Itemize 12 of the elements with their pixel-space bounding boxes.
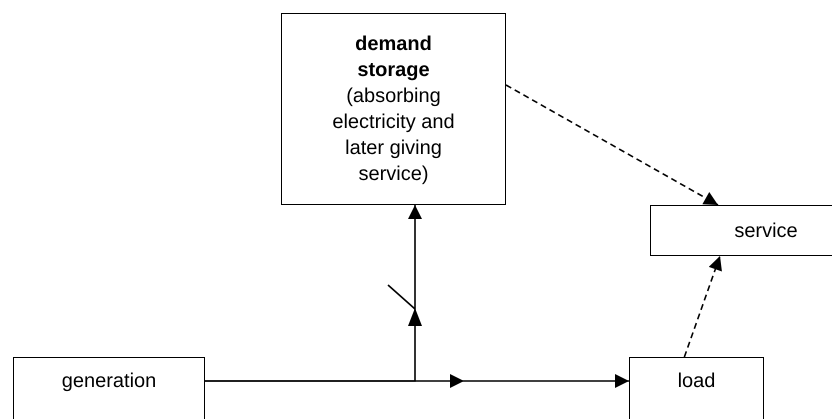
process-box (629, 357, 764, 419)
box-label: load (678, 369, 716, 394)
arrow (684, 256, 722, 358)
process-box (13, 357, 205, 419)
box-label: demand storage (354, 32, 433, 83)
box-label: service (734, 218, 798, 244)
process-box (650, 205, 832, 256)
box-description: (absorbing electricity and later giving service) (331, 84, 456, 187)
arrow (205, 205, 422, 382)
process-box (281, 13, 506, 205)
box-label: generation (62, 369, 156, 394)
arrow (506, 84, 718, 206)
